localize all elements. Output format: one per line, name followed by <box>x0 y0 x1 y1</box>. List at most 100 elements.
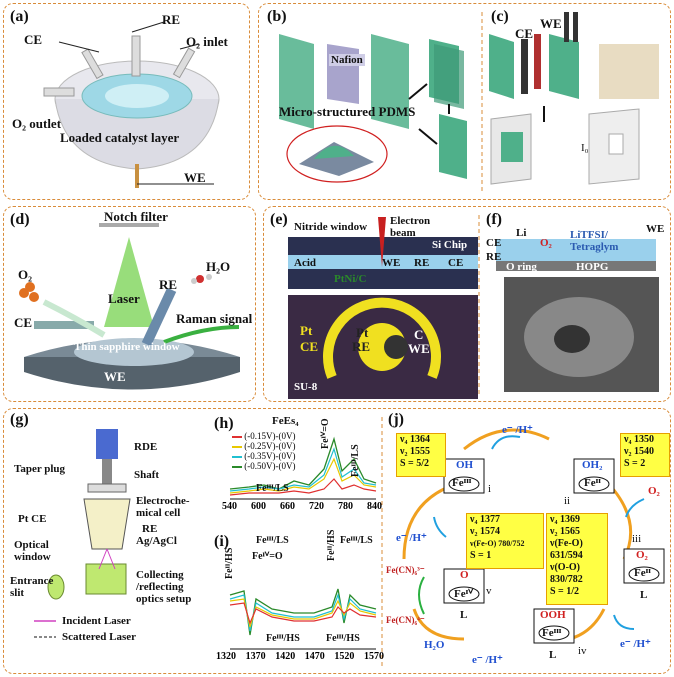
hopg-label: HOPG <box>576 261 609 273</box>
box-line: S = 1/2 <box>550 586 580 597</box>
rde-label: RDE <box>134 441 158 453</box>
l-v-label: L <box>460 609 468 621</box>
tetraglym-label: Tetraglym <box>570 241 619 253</box>
re-label: RE <box>159 277 178 292</box>
chip-and-cell-illustration <box>288 215 659 399</box>
tick: 1370 <box>245 651 266 662</box>
spectroelectrochemistry-illustration <box>34 417 665 667</box>
panel-label-j: (j) <box>388 411 404 428</box>
state-ii-label: ii <box>564 495 571 507</box>
panel-label-f: (f) <box>486 211 502 228</box>
o2-in-label: O₂ <box>648 485 660 497</box>
h-legend: (-0.15V)-(0V) (-0.25V)-(0V) (-0.35V)-(0V… <box>232 431 295 471</box>
legend-swatch <box>232 465 242 468</box>
ce-label: CE <box>24 32 43 47</box>
panel-label-g: (g) <box>10 411 29 428</box>
i-ann-2: Feᴵᴵᴵ/LS <box>256 535 289 546</box>
e-h-label-3: e⁻ /H⁺ <box>472 654 503 666</box>
panel-bc: (b) (c) Nafion Micro-structured PDMS CE … <box>258 3 671 200</box>
window-label: window <box>14 551 51 563</box>
panel-label-i: (i) <box>214 533 230 550</box>
i-ann-4: Feᴵᴵ/HS <box>326 529 337 561</box>
we-label: WE <box>382 257 401 269</box>
h-title: FeEs₄ <box>272 415 299 427</box>
box-line: ν(Fe-O) <box>550 538 583 549</box>
reflecting-label: /reflecting <box>136 581 184 593</box>
scattered-label: Scattered Laser <box>62 631 137 643</box>
h-ticks: 540 600 660 720 780 840 <box>222 501 382 512</box>
pt-ce-label: Pt CE <box>18 513 47 525</box>
ce-label: CE <box>14 315 33 330</box>
legend-item: (-0.15V)-(0V) <box>232 431 295 441</box>
tick: 1420 <box>275 651 296 662</box>
tick: 600 <box>251 501 266 512</box>
oring-label: O ring <box>506 261 537 273</box>
c-ce-label: CE <box>515 26 534 41</box>
li-label: Li <box>516 227 527 239</box>
f-re-label: RE <box>486 251 502 263</box>
fe3-iv-label: Feᴵᴵᴵ <box>542 627 562 639</box>
o-label: O <box>460 569 469 581</box>
box-line: S = 2 <box>624 458 646 469</box>
oh2-label: OH₂ <box>582 459 603 471</box>
fecn3-label: Fe(CN)₆³⁻ <box>386 565 425 575</box>
panel-label-h: (h) <box>214 415 234 432</box>
su8-label: SU-8 <box>294 381 318 393</box>
re-label: RE <box>414 257 430 269</box>
pt-re-label: Pt <box>356 325 369 340</box>
legend-item: (-0.25V)-(0V) <box>232 441 295 451</box>
shaft-label: Shaft <box>134 469 160 481</box>
i-ann-3: Feᴵⱽ=O <box>252 551 283 562</box>
si-chip-label: Si Chip <box>432 239 468 251</box>
tick: 1470 <box>304 651 325 662</box>
cell-label-2: mical cell <box>136 507 181 519</box>
box-line: ν₄ 1350 <box>624 434 654 445</box>
i-ann-6: Feᴵᴵᴵ/HS <box>266 633 300 644</box>
ooh-label: OOH <box>540 609 566 621</box>
we-label: WE <box>184 170 206 185</box>
e-h-label-1: e⁻ /H⁺ <box>502 424 533 436</box>
litfsi-label: LiTFSI/ <box>570 229 608 241</box>
fabrication-illustration <box>279 12 659 194</box>
c-we-label: C <box>414 327 424 342</box>
box-line: ν₂ 1574 <box>470 526 500 537</box>
box-state-iv: ν₄ 1369 ν₂ 1565 ν(Fe-O) 631/594 ν(O-O) 8… <box>546 513 608 605</box>
collecting-label: Collecting <box>136 569 184 581</box>
box-line: ν₂ 1540 <box>624 446 654 457</box>
box-line: S = 1 <box>470 550 492 561</box>
box-line: 830/782 <box>550 574 583 585</box>
entrance-label: Entrance <box>10 575 54 587</box>
incident-label: Incident Laser <box>62 615 131 627</box>
notch-filter-label: Notch filter <box>104 209 168 224</box>
ce-label: CE <box>448 257 464 269</box>
tick: 660 <box>280 501 295 512</box>
i0-label: I₀ <box>581 142 589 154</box>
box-line: ν₂ 1565 <box>550 526 580 537</box>
nafion-label: Nafion <box>329 54 365 66</box>
panel-a: (a) RE CE O₂ inlet O₂ outlet Loaded cata… <box>3 3 250 200</box>
laser-label: Laser <box>108 291 140 306</box>
window-label: Thin sapphire window <box>74 341 180 353</box>
o2-bound-label: O₂ <box>636 549 648 561</box>
f-o2-label: O₂ <box>540 237 552 249</box>
catalyst-label: Loaded catalyst layer <box>60 130 180 145</box>
pt-ce-label-2: CE <box>300 339 319 354</box>
l-label: L <box>640 589 648 601</box>
i-ann-7: Feᴵᴵᴵ/HS <box>326 633 360 644</box>
cell-label: Electroche- <box>136 495 190 507</box>
pdms-label: Micro-structured PDMS <box>279 104 416 119</box>
h-ann-3: Feᴵᴵᴵ/LS <box>256 483 289 494</box>
ptnic-label: PtNi/C <box>334 273 367 285</box>
legend-swatch <box>232 455 242 458</box>
l-iv-label: L <box>549 649 557 661</box>
box-line: 631/594 <box>550 550 583 561</box>
f-ce-label: CE <box>486 237 502 249</box>
fe3-label: Feᴵᴵᴵ <box>452 477 472 489</box>
h2o-label: H₂O <box>424 639 445 651</box>
box-line: ν₄ 1377 <box>470 514 500 525</box>
f-we-label: WE <box>646 223 665 235</box>
pt-ce-label: Pt <box>300 323 313 338</box>
tick: 1570 <box>363 651 384 662</box>
tick: 840 <box>367 501 382 512</box>
panel-label-c: (c) <box>491 8 509 25</box>
